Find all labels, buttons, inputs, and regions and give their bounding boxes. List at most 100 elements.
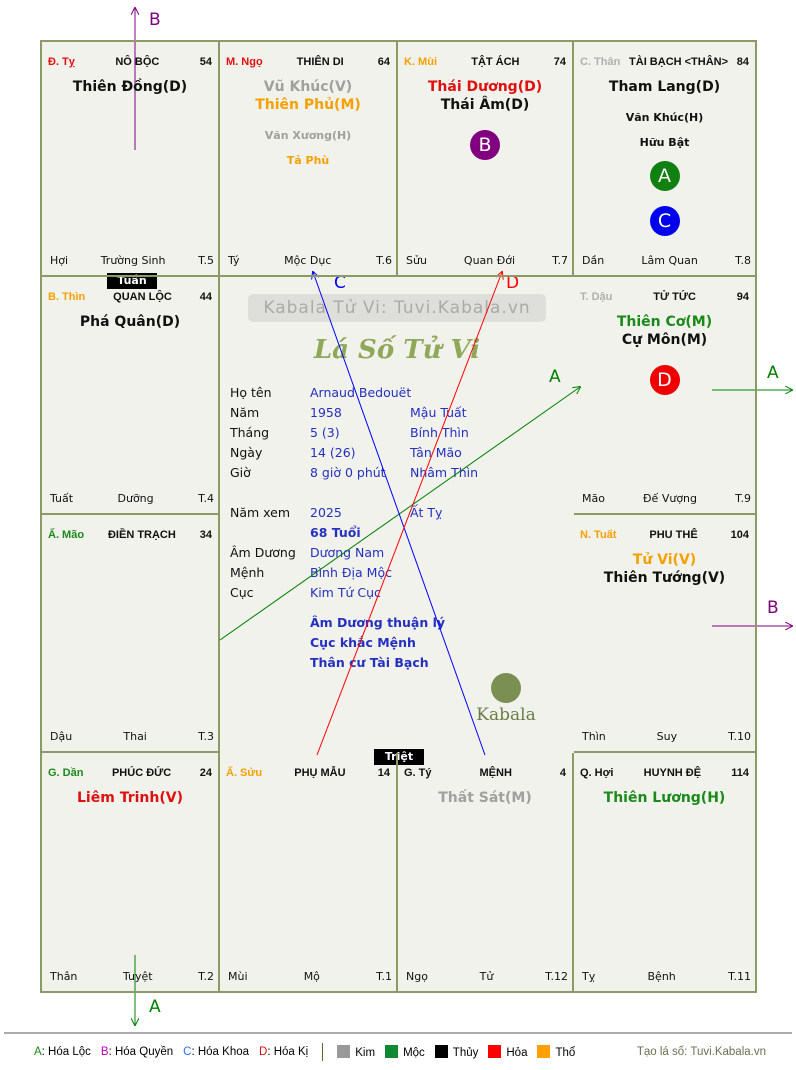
- can-chi: M. Ngọ: [226, 56, 263, 68]
- branch: Ngọ: [406, 970, 428, 983]
- legend-text: : Hóa Quyền: [108, 1046, 174, 1058]
- kabala-logo: Kabala: [466, 673, 546, 725]
- life-stage: Mộc Dục: [284, 254, 332, 267]
- main-star: Thái Âm(D): [440, 97, 530, 113]
- element-swatch: [434, 1045, 448, 1058]
- info-value: 5 (3): [310, 425, 340, 440]
- branch: Tỵ: [582, 970, 596, 983]
- arrow-label-c: C: [334, 273, 346, 293]
- legend-text: Mộc: [403, 1047, 425, 1059]
- palace-name: MỆNH: [479, 767, 512, 779]
- can-chi: K. Mùi: [404, 56, 437, 68]
- info-value: 2025: [310, 505, 342, 520]
- minor-star: Văn Khúc(H): [625, 111, 704, 124]
- palace-name: NÔ BỘC: [115, 56, 160, 68]
- branch: Thìn: [582, 730, 606, 743]
- main-star: Cự Môn(M): [621, 332, 708, 348]
- info-label: Tháng: [230, 425, 270, 440]
- cycle-number: T.12: [545, 970, 568, 983]
- can-chi: Q. Hợi: [580, 767, 614, 779]
- main-star: Tham Lang(D): [608, 79, 721, 95]
- cycle-number: T.4: [198, 492, 214, 505]
- branch: Dậu: [50, 730, 73, 743]
- hoa-ki-arrow: [316, 272, 502, 756]
- main-star: Thất Sát(M): [438, 790, 532, 806]
- minor-star: Tả Phù: [286, 154, 330, 167]
- life-stage: Lâm Quan: [641, 254, 698, 267]
- palace-name: TÀI BẠCH <THÂN>: [629, 56, 729, 68]
- legend-key: A: [34, 1046, 42, 1058]
- branch: Hợi: [50, 254, 69, 267]
- info-label: Mệnh: [230, 565, 265, 580]
- star-list: Thiên Lương(H): [574, 789, 755, 807]
- cycle-number: T.2: [198, 970, 214, 983]
- tree-icon: [491, 673, 521, 703]
- branch: Tý: [228, 254, 240, 267]
- info-value: Dương Nam: [310, 545, 385, 560]
- arrow-label-a-bottom: A: [149, 997, 161, 1017]
- triet-badge: Triệt: [374, 749, 424, 765]
- info-label: Cục: [230, 585, 254, 600]
- legend-key: C: [183, 1046, 192, 1058]
- credit-text: Tạo lá số: Tuvi.Kabala.vn: [636, 1046, 766, 1058]
- arrow-label-b-top: B: [149, 10, 161, 30]
- cycle-number: T.11: [728, 970, 751, 983]
- cycle-number: T.7: [552, 254, 568, 267]
- life-stage: Thai: [123, 730, 147, 743]
- palace-number: 44: [199, 291, 212, 303]
- legend-hoa-item: A: Hóa Lộc: [34, 1046, 91, 1058]
- life-stage: Bệnh: [647, 970, 676, 983]
- palace-name: TẬT ÁCH: [471, 56, 520, 68]
- info-value: Arnaud Bedouët: [310, 385, 412, 400]
- life-stage: Tuyệt: [122, 970, 153, 983]
- main-star: Thiên Tướng(V): [603, 570, 726, 586]
- star-list: Phá Quân(D): [42, 313, 218, 331]
- life-stage: Tử: [479, 970, 494, 983]
- can-chi: Ấ. Sửu: [226, 767, 263, 779]
- can-chi: G. Dần: [48, 767, 84, 779]
- legend-element-item: Mộc: [385, 1045, 425, 1059]
- hoa-khoa-arrow: [313, 272, 486, 756]
- life-stage: Mộ: [303, 970, 320, 983]
- info-value: 68 Tuổi: [310, 525, 361, 540]
- star-list: Thiên Đồng(D): [42, 78, 218, 96]
- palace-number: 14: [377, 767, 390, 779]
- cycle-number: T.3: [198, 730, 214, 743]
- hoa-marker-b: B: [470, 130, 500, 160]
- star-list: Vũ Khúc(V)Thiên Phủ(M)Văn Xương(H)Tả Phù: [220, 78, 396, 173]
- branch: Sửu: [406, 254, 427, 267]
- info-label: Họ tên: [230, 385, 272, 400]
- info-ganzhi: Mậu Tuất: [410, 405, 467, 420]
- cycle-number: T.9: [735, 492, 751, 505]
- branch: Dần: [582, 254, 605, 267]
- legend-hoa-item: D: Hóa Kị: [259, 1046, 308, 1058]
- minor-star-list: Văn Khúc(H)Hữu Bật: [574, 105, 755, 155]
- legend-text: Kim: [355, 1047, 376, 1059]
- cell-footer: Ngọ Tử T.12: [406, 970, 568, 984]
- legend-key: D: [259, 1046, 268, 1058]
- hoa-loc-arrow: [219, 387, 580, 641]
